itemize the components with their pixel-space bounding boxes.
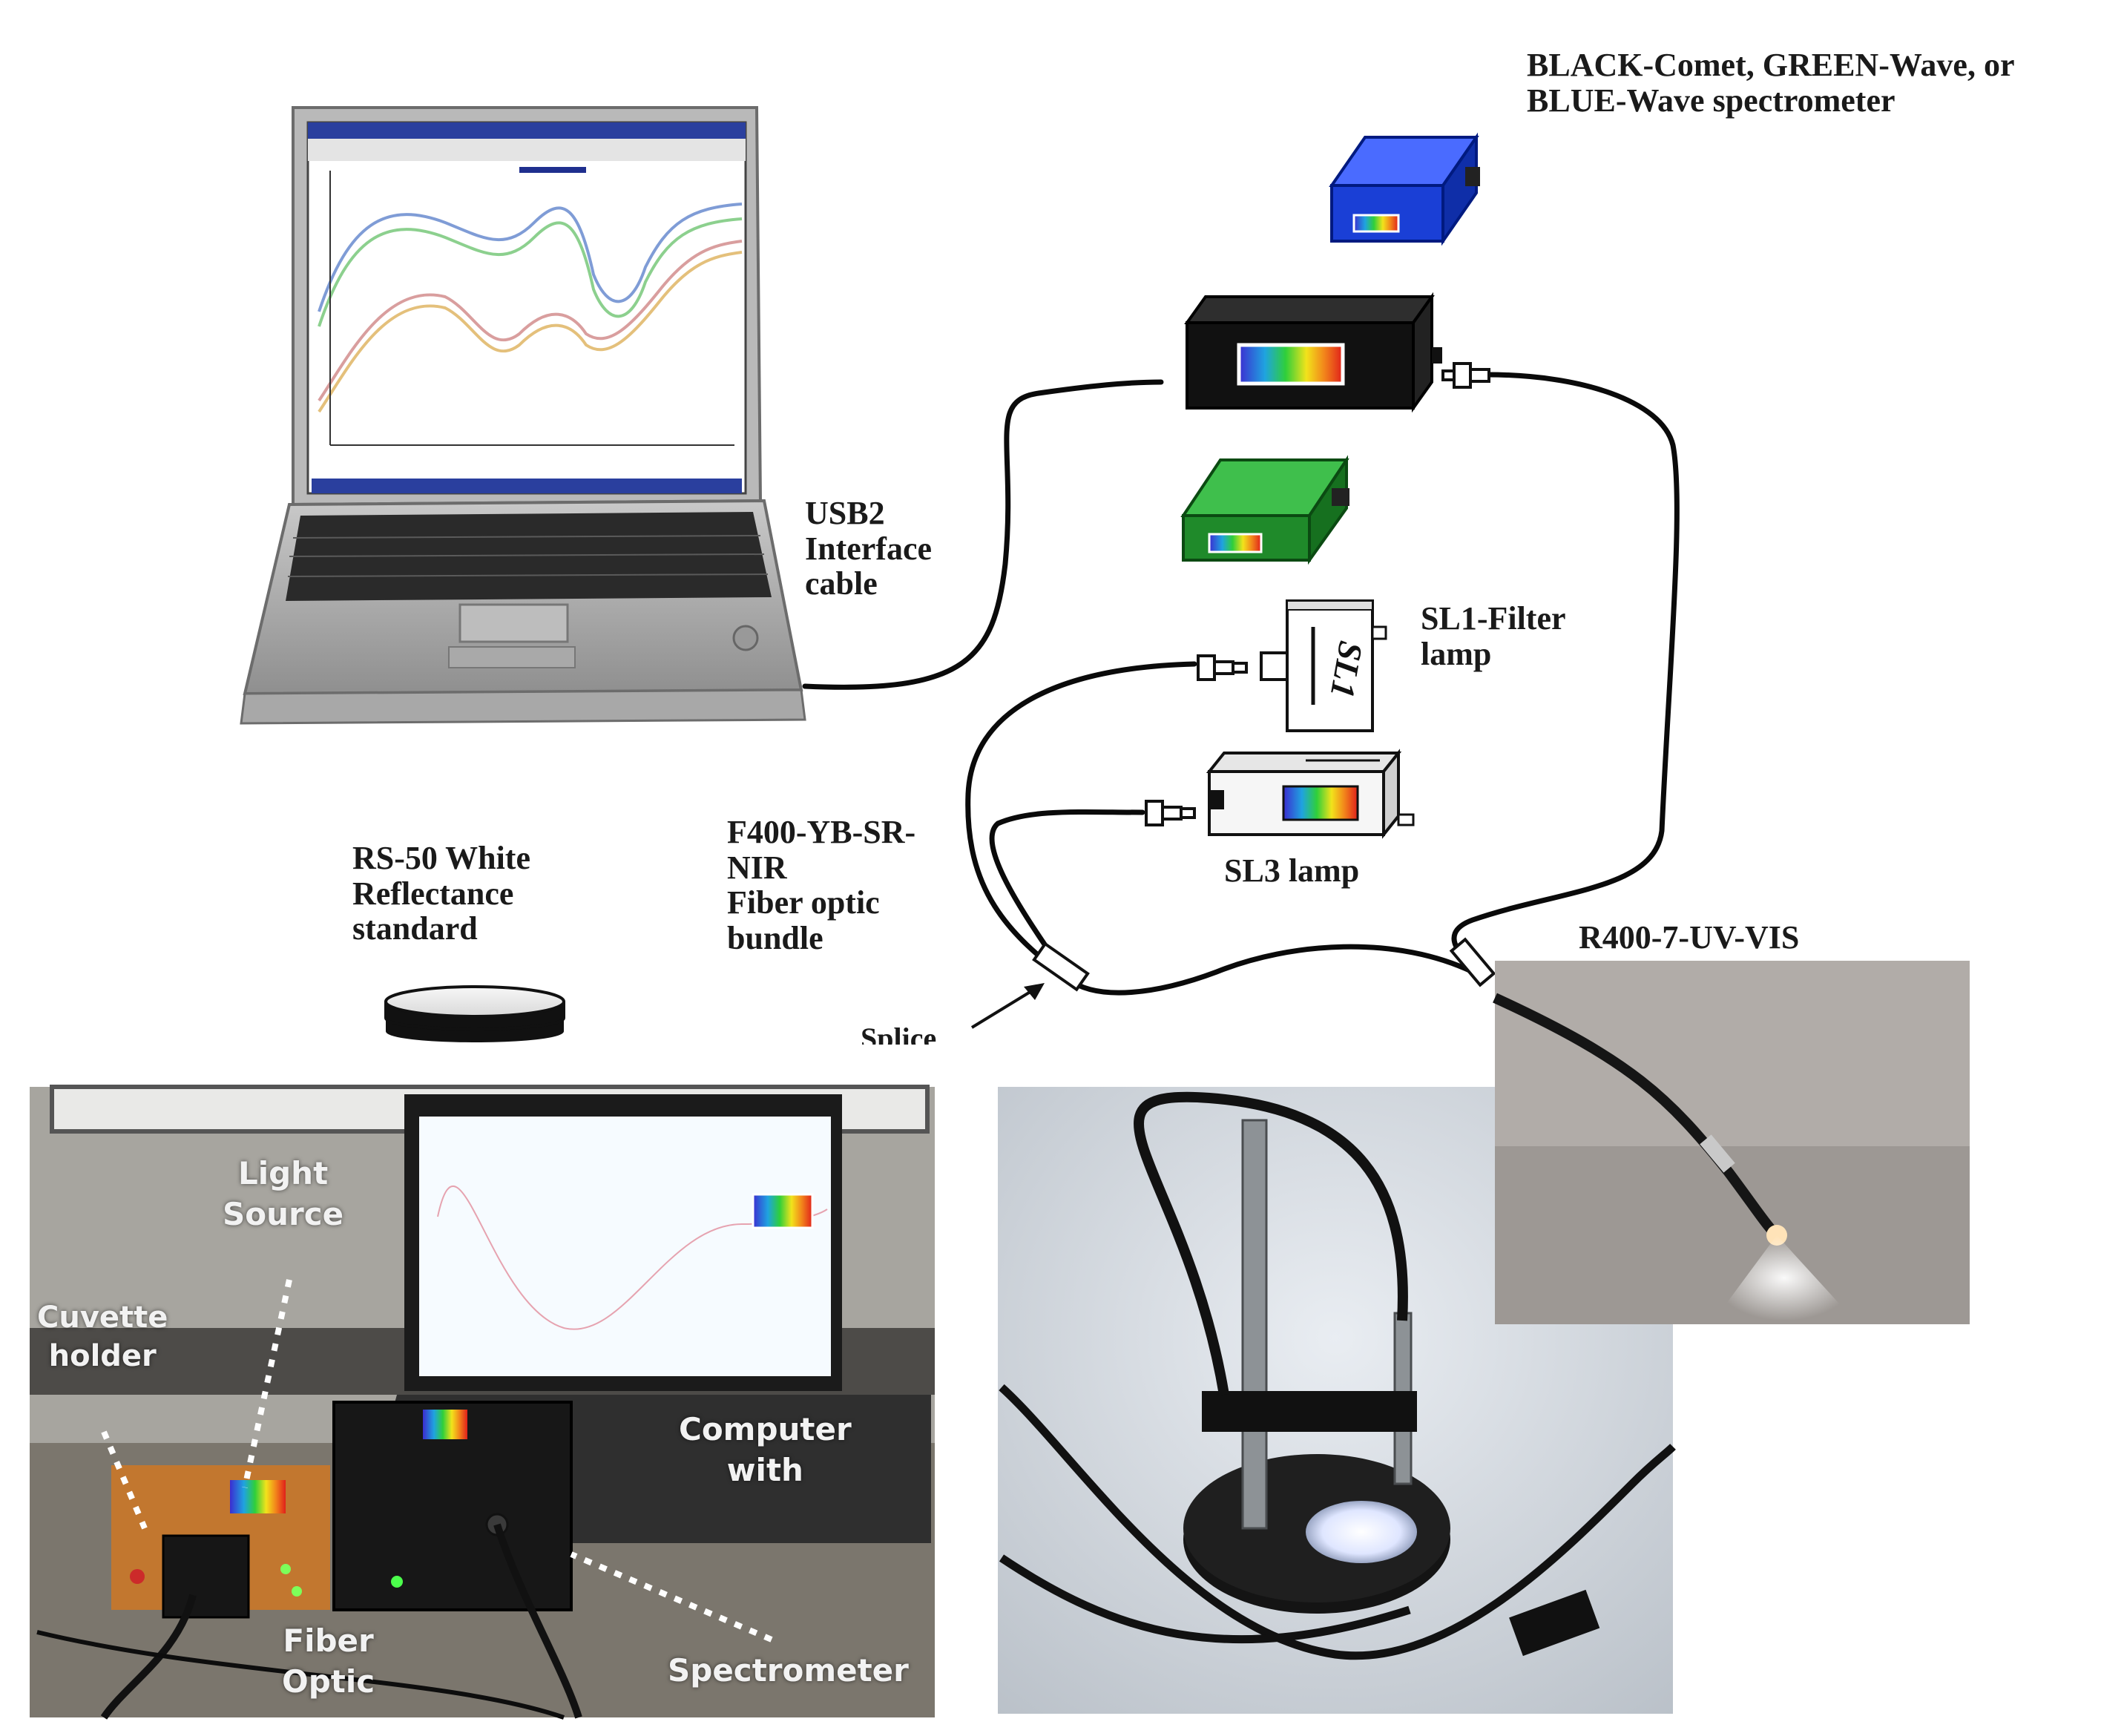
laptop-icon xyxy=(240,106,806,725)
bundle-main xyxy=(1065,944,1476,996)
return-fiber xyxy=(1451,372,1680,975)
fiber-optic-label: Fiber Optic xyxy=(282,1622,375,1700)
reflectance-standard-label: RS-50 White Reflectance standard xyxy=(352,840,530,947)
usb-cable xyxy=(802,379,1164,690)
connector-sl1 xyxy=(1197,654,1248,681)
blue-spectrometer xyxy=(1329,132,1480,246)
bundle-to-sl3 xyxy=(989,809,1145,982)
spectrometer-box-icon xyxy=(1180,132,1480,565)
probe-tip-photo xyxy=(1493,961,1970,1324)
fiber-cables xyxy=(802,372,1680,996)
probe-label: R400-7-UV-VIS xyxy=(1579,919,1800,956)
spectrometer-choice-label: BLACK-Comet, GREEN-Wave, or BLUE-Wave sp… xyxy=(1527,47,2015,119)
lamp-box-icon: SL1 xyxy=(1206,599,1415,839)
cuvette-holder-label: Cuvette holder xyxy=(37,1301,168,1373)
black-spectrometer xyxy=(1184,292,1442,413)
connector-sl3 xyxy=(1145,800,1196,826)
computer-label: Computer with xyxy=(679,1411,852,1488)
lab-setup-photo xyxy=(30,1085,935,1720)
light-source-label: Light Source xyxy=(223,1155,344,1232)
fiber-connector-icon xyxy=(1145,362,1490,826)
splice-icon xyxy=(970,937,1496,1029)
sl3-lamp-label: SL3 lamp xyxy=(1224,852,1360,889)
sl1-lamp: SL1 xyxy=(1260,599,1387,732)
sl3-lamp xyxy=(1206,749,1415,839)
spectrometer-label: Spectrometer xyxy=(668,1652,909,1689)
fiber-bundle-label: F400-YB-SR- NIR Fiber optic bundle xyxy=(727,814,916,956)
sl1-lamp-label: SL1-Filter lamp xyxy=(1421,600,1566,672)
usb-cable-label: USB2 Interface cable xyxy=(805,495,933,602)
splice-label: Splice xyxy=(861,1022,937,1045)
connector-black-spec xyxy=(1441,362,1490,389)
bundle-to-sl1 xyxy=(965,661,1197,982)
green-spectrometer xyxy=(1180,455,1349,565)
white-reflectance-standard xyxy=(384,985,565,1042)
